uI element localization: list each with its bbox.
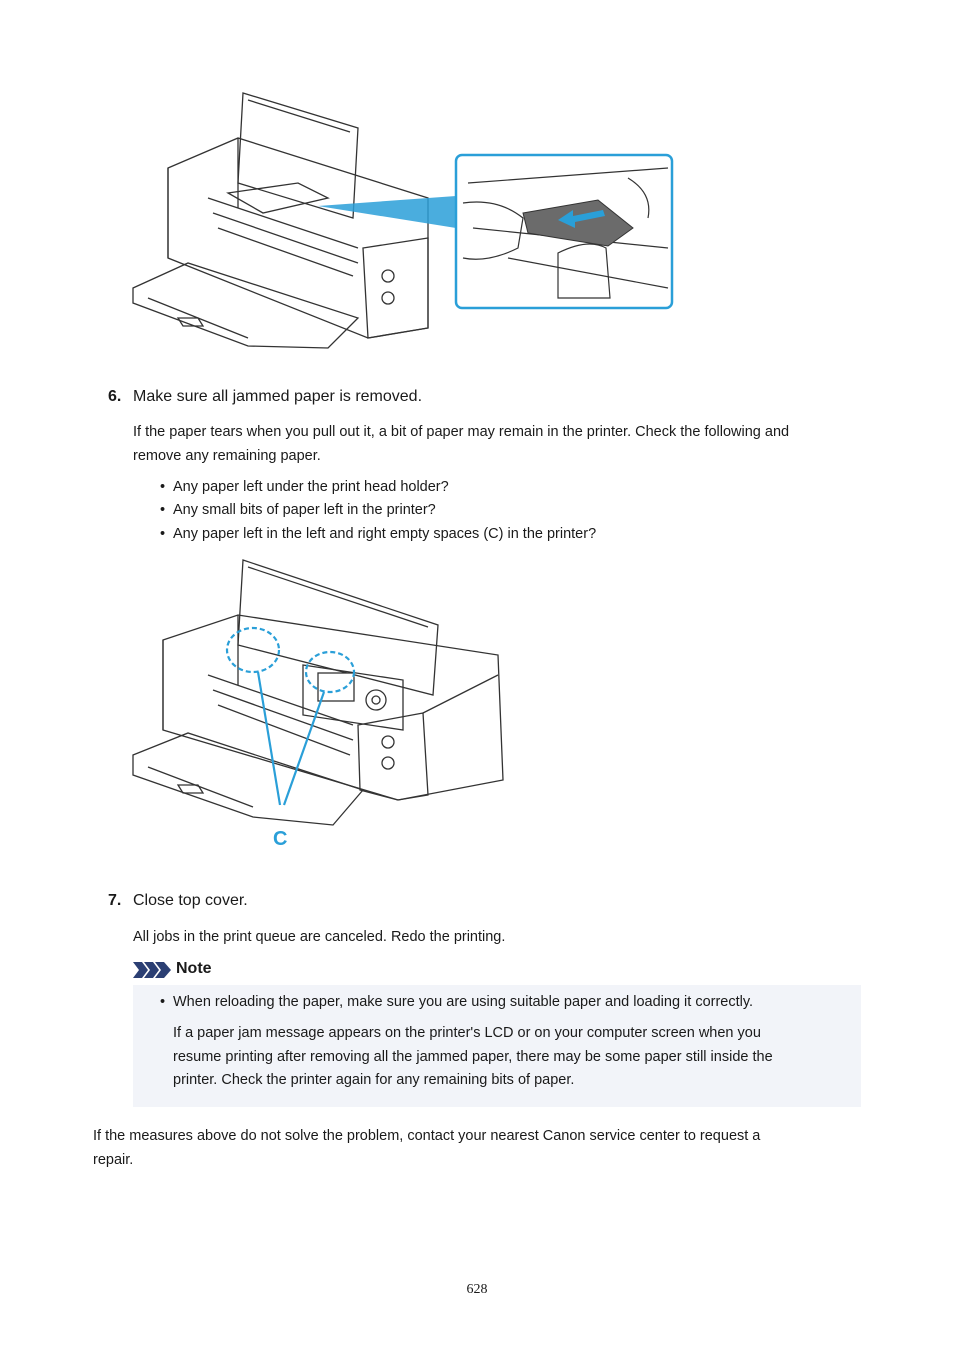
bullet-dot-icon: • — [160, 479, 166, 495]
step-6-number: 6. — [108, 388, 122, 405]
bullet-item: • Any paper left under the print head ho… — [160, 477, 449, 497]
note-chevrons-icon — [133, 962, 171, 978]
printer-empty-spaces-illustration: C — [132, 559, 504, 850]
bullet-dot-icon: • — [160, 526, 166, 542]
note-bullet-text: When reloading the paper, make sure you … — [173, 994, 754, 1010]
step-6-title: Make sure all jammed paper is removed. — [133, 388, 423, 405]
note-label: Note — [176, 960, 212, 977]
note-line-3: printer. Check the printer again for any… — [173, 1072, 575, 1088]
step-6-description-line-1: If the paper tears when you pull out it,… — [133, 424, 790, 440]
bullet-dot-icon: • — [160, 994, 166, 1010]
printer-paper-removal-illustration — [132, 92, 674, 349]
footer-line-2: repair. — [93, 1152, 134, 1168]
step-7-number: 7. — [108, 892, 122, 909]
footer-line-1: If the measures above do not solve the p… — [93, 1128, 761, 1144]
step-7-description: All jobs in the print queue are canceled… — [133, 929, 506, 945]
bullet-item: • Any small bits of paper left in the pr… — [160, 500, 436, 520]
page-number: 628 — [466, 1282, 488, 1297]
note-line-2: resume printing after removing all the j… — [173, 1049, 773, 1065]
note-bullet-item: • When reloading the paper, make sure yo… — [160, 992, 754, 1012]
bullet-item: • Any paper left in the left and right e… — [160, 524, 597, 544]
figure-label-c: C — [273, 828, 287, 850]
bullet-dot-icon: • — [160, 502, 166, 518]
bullet-text: Any paper left under the print head hold… — [173, 479, 449, 495]
step-7-title: Close top cover. — [133, 892, 248, 909]
note-box — [133, 985, 861, 1107]
note-line-1: If a paper jam message appears on the pr… — [173, 1025, 761, 1041]
bullet-text: Any small bits of paper left in the prin… — [173, 502, 436, 518]
bullet-text: Any paper left in the left and right emp… — [173, 526, 597, 542]
step-6-description-line-2: remove any remaining paper. — [133, 448, 321, 464]
